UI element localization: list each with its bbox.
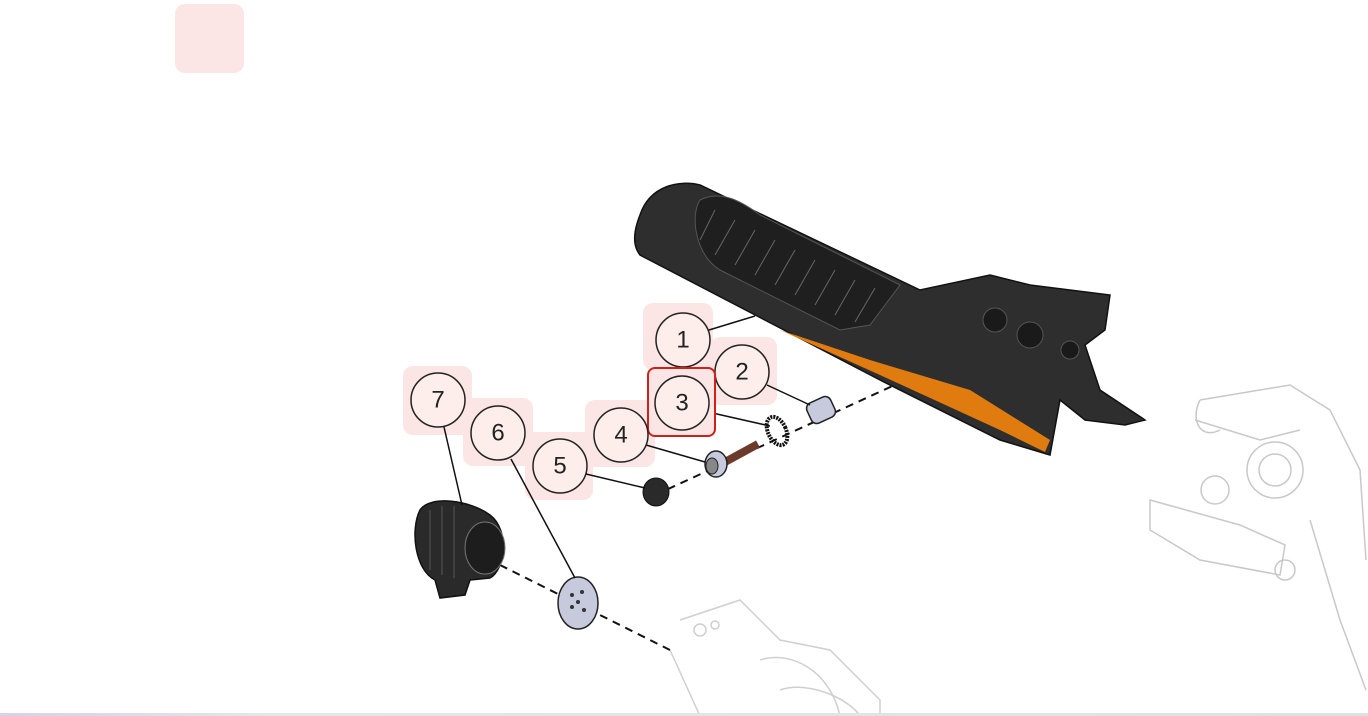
callout-6[interactable]: 6: [470, 405, 526, 461]
background-assembly-right: [1149, 384, 1367, 691]
callout-label: 7: [431, 387, 444, 414]
callout-3-selected[interactable]: 3: [647, 367, 716, 437]
plug-insert-part[interactable]: [557, 576, 599, 630]
callout-7[interactable]: 7: [410, 372, 466, 428]
screw-part[interactable]: [704, 440, 760, 478]
callout-label: 6: [491, 420, 504, 447]
bottom-divider: [0, 713, 1368, 716]
callout-label: 4: [614, 422, 627, 449]
callout-4[interactable]: 4: [593, 407, 649, 463]
callout-5[interactable]: 5: [532, 438, 588, 494]
background-assembly-bottom: [669, 599, 881, 716]
grip-handle-part[interactable]: [634, 182, 1147, 456]
callout-label: 2: [735, 359, 748, 386]
lock-washer-part[interactable]: [763, 414, 792, 449]
callout-2[interactable]: 2: [714, 344, 770, 400]
end-cap-part[interactable]: [642, 477, 670, 507]
spacer-sleeve-part[interactable]: [805, 395, 838, 426]
connector-housing-part[interactable]: [414, 500, 506, 599]
leader-lines: [443, 315, 811, 579]
highlight-marker[interactable]: [175, 4, 244, 73]
callout-1[interactable]: 1: [655, 312, 711, 368]
callout-label: 3: [675, 390, 688, 417]
callout-label: 5: [553, 453, 566, 480]
callout-label: 1: [676, 327, 689, 354]
assembly-axis-lines: [499, 354, 961, 651]
